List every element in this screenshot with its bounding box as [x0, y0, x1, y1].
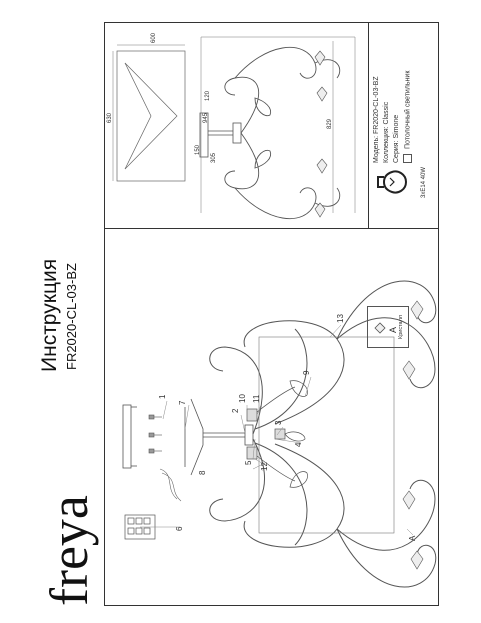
specs-block: Модель: FR2020-CL-03-BZ Коллекция: Class… [369, 23, 438, 228]
wires [159, 468, 182, 502]
callout-11: 11 [252, 394, 261, 403]
callout-leaders [140, 324, 414, 536]
dim-height-total: 829 [327, 118, 333, 129]
canopy-stem [184, 398, 254, 476]
callout-7: 7 [178, 400, 187, 405]
lamp-profile [224, 47, 341, 219]
callout-a: A [408, 535, 417, 541]
callout-2: 2 [231, 408, 240, 413]
dimension-drawing: 945 829 120 150 305 600 630 [107, 32, 356, 219]
lamp-arms [209, 280, 437, 588]
crystals [402, 300, 424, 570]
right-panel-frame [104, 22, 439, 229]
spec-collection-value: Classic [383, 101, 390, 125]
callout-12: 12 [260, 462, 269, 471]
dim-top-width: 945 [203, 112, 209, 123]
callout-1: 1 [158, 394, 167, 399]
mounting-outline [258, 336, 395, 534]
spec-collection: Коллекция: Classic [383, 102, 390, 163]
spec-type: Потолочный светильник [403, 71, 412, 163]
spec-type-value: Потолочный светильник [404, 70, 412, 150]
crystal-icon [374, 322, 386, 334]
crystal-caption: Кристалл [398, 314, 404, 339]
callout-13: 13 [336, 314, 345, 323]
dim-canopy-depth: 150 [195, 144, 201, 155]
callout-8: 8 [198, 470, 207, 475]
callout-4: 4 [294, 442, 303, 447]
ceiling-lamp-icon [403, 154, 412, 163]
screws [148, 414, 162, 454]
spec-series-value: Simone [393, 114, 400, 139]
crystal-label: A [388, 326, 398, 333]
bulbs [284, 380, 308, 488]
callout-6: 6 [175, 526, 184, 531]
dim-box-height: 630 [107, 112, 113, 123]
page-title: Инструкция [38, 258, 61, 372]
callout-5: 5 [244, 460, 253, 465]
callout-9: 9 [302, 370, 311, 375]
lamp-caption: 3хЕ14 40W [421, 166, 427, 198]
specs-frame [368, 22, 439, 229]
box-top-view [116, 50, 186, 182]
spec-model-label: Модель: [373, 135, 380, 163]
dim-box-width: 600 [151, 32, 157, 43]
callout-3: 3 [274, 420, 283, 425]
callout-10: 10 [238, 394, 247, 403]
brand-logo: freya [39, 495, 99, 606]
profile-crystals [314, 50, 328, 218]
spec-series: Серия: Simone [393, 115, 400, 163]
spec-series-label: Серия: [393, 140, 400, 164]
assembly-drawing: 1 2 3 4 5 6 7 8 9 10 11 12 13 A [122, 280, 437, 588]
spec-model: Модель: FR2020-CL-03-BZ [373, 76, 380, 163]
spec-model-value: FR2020-CL-03-BZ [373, 76, 380, 134]
ceiling-plate [122, 404, 137, 469]
model-code: FR2020-CL-03-BZ [64, 263, 79, 370]
dim-stem: 305 [211, 152, 217, 163]
crystal-legend-box: A Кристалл [367, 306, 409, 348]
dimension-lines [112, 36, 356, 213]
spec-collection-label: Коллекция: [383, 126, 390, 163]
lightbulb-icon [377, 170, 408, 194]
dim-canopy-width: 120 [205, 90, 211, 101]
